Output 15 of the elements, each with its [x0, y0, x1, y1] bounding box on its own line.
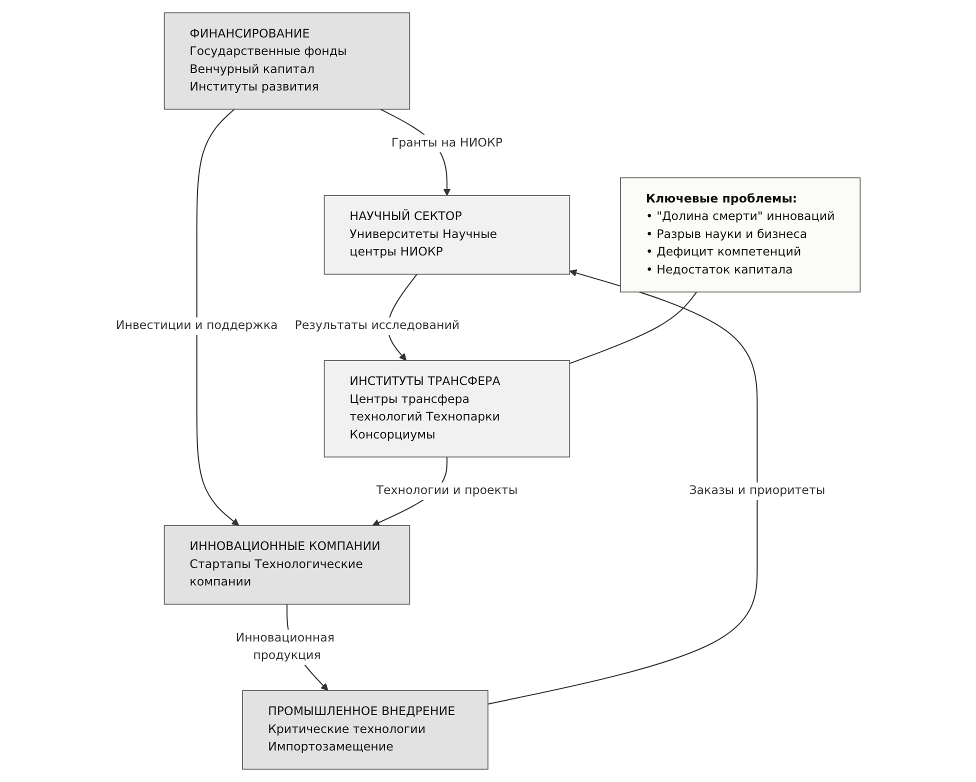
edge-label: Технологии и проекты: [376, 484, 518, 498]
node-box: НАУЧНЫЙ СЕКТОР Университеты Научные центры НИОКР: [324, 195, 570, 275]
connector: [569, 292, 698, 364]
node-box: ПРОМЫШЛЕННОЕ ВНЕДРЕНИЕ Критические технологии Импортозамещение: [242, 690, 488, 770]
edge-label: Инвестиции и поддержка: [116, 319, 278, 333]
node-box: ИНСТИТУТЫ ТРАНСФЕРА Центры трансфера технологий Технопарки Консорциумы: [324, 360, 570, 458]
node-box: Ключевые проблемы: • "Долина смерти" инноваций • Разрыв науки и бизнеса • Дефицит компетенций • Недостаток капитала: [620, 177, 861, 292]
edge-label: Результаты исследований: [294, 319, 460, 333]
edge-label: Заказы и приоритеты: [689, 484, 826, 498]
node-box: ИННОВАЦИОННЫЕ КОМПАНИИ Стартапы Технологические компании: [164, 525, 410, 605]
edge-label: Гранты на НИОКР: [391, 136, 503, 150]
arrow: [488, 269, 758, 705]
node-box: ФИНАНСИРОВАНИЕ Государственные фонды Венчурный капитал Институты развития: [164, 12, 410, 110]
edge-label: Инновационная продукция: [236, 631, 334, 663]
arrow: [196, 108, 240, 526]
